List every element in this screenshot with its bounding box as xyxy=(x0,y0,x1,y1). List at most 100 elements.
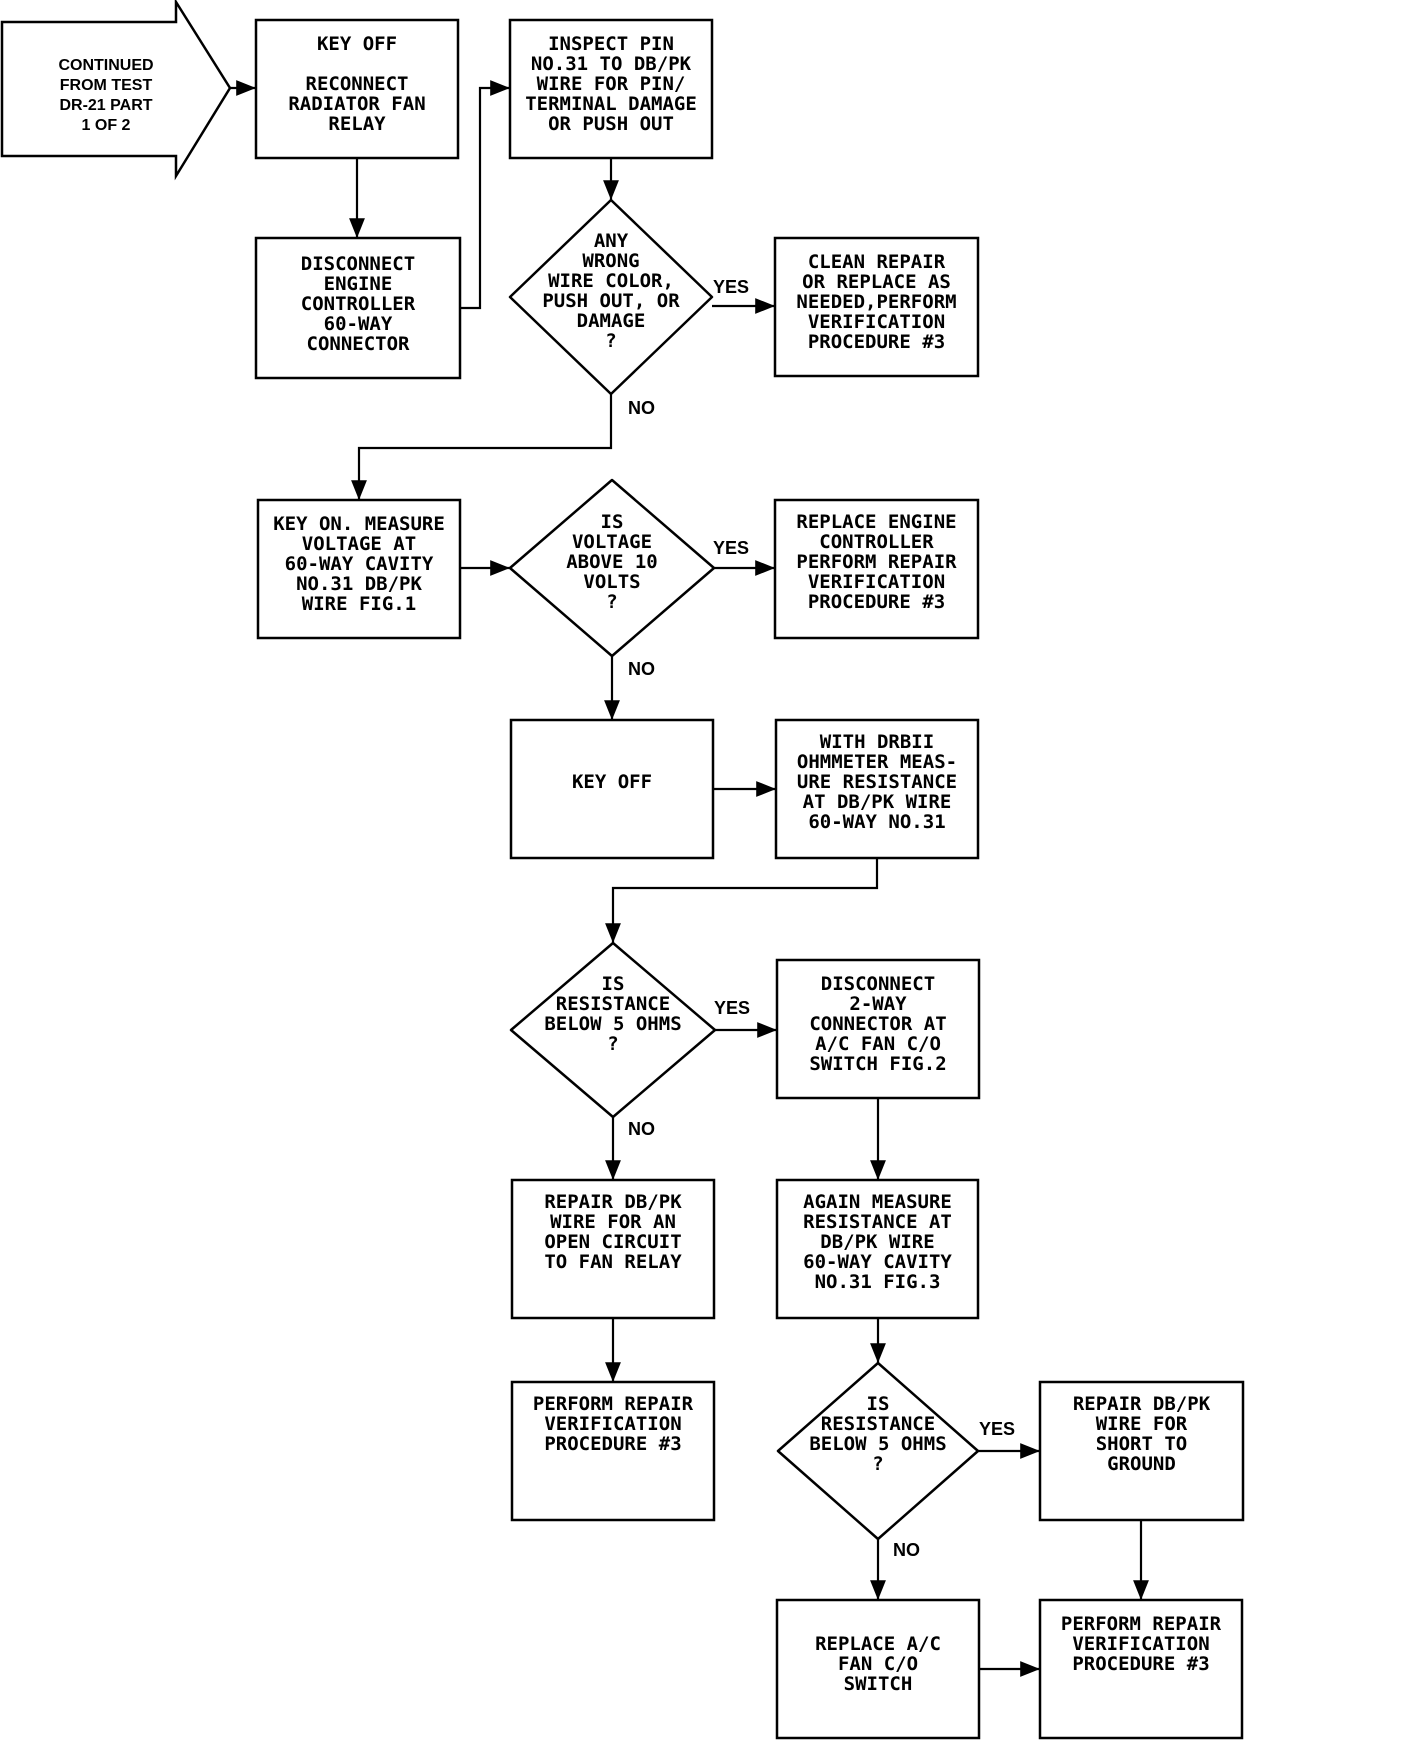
node-text-line: ANY xyxy=(594,230,629,252)
node-text-line: PERFORM REPAIR xyxy=(796,551,957,573)
process-box xyxy=(1038,1598,1244,1740)
node-text-line: SWITCH xyxy=(844,1673,913,1695)
node-text-line: NEEDED,PERFORM xyxy=(796,291,956,313)
node-text-line: DB/PK WIRE xyxy=(820,1231,934,1253)
node-text-line: OR REPLACE AS xyxy=(802,271,951,293)
process-box xyxy=(509,718,715,860)
node-text-line: SHORT TO xyxy=(1096,1433,1188,1455)
decision-diamond xyxy=(508,478,716,658)
node-text-line: CLEAN REPAIR xyxy=(808,251,946,273)
node-text-line: AT DB/PK WIRE xyxy=(803,791,952,813)
node-text-line: WIRE COLOR, xyxy=(548,270,674,292)
decision-diamond xyxy=(509,941,717,1119)
node-text-line: IS xyxy=(867,1393,890,1415)
label-wrong-wire-yes: YES xyxy=(713,277,749,297)
decision-diamond xyxy=(508,198,714,396)
node-text-line: VERIFICATION xyxy=(808,571,945,593)
label-voltage-yes: YES xyxy=(713,538,749,558)
node-text-line: DAMAGE xyxy=(577,310,646,332)
node-text-line: ENGINE xyxy=(324,273,393,295)
node-text-line: NO.31 FIG.3 xyxy=(815,1271,941,1293)
node-text-line: ? xyxy=(606,591,617,613)
node-text-line: REPAIR DB/PK xyxy=(544,1191,682,1213)
node-text-line: PROCEDURE #3 xyxy=(1072,1653,1209,1675)
node-text-line: RELAY xyxy=(328,113,386,135)
process-box xyxy=(256,498,462,640)
node-text-line: NO.31 TO DB/PK xyxy=(531,53,692,75)
node-text-line: VERIFICATION xyxy=(544,1413,681,1435)
label-resistance-1-no: NO xyxy=(628,1119,655,1139)
node-text-line: KEY ON. MEASURE xyxy=(273,513,445,535)
node-text-line: DR-21 PART xyxy=(59,97,152,114)
node-text-line: WRONG xyxy=(582,250,639,272)
node-text-line: 2-WAY xyxy=(849,993,907,1015)
node-text-line: CONTROLLER xyxy=(301,293,416,315)
node-text-line: 60-WAY CAVITY xyxy=(285,553,434,575)
node-text-line: RECONNECT xyxy=(306,73,409,95)
node-text-line: FAN C/O xyxy=(838,1653,918,1675)
node-text-line: VOLTS xyxy=(583,571,640,593)
node-text-line: REPLACE ENGINE xyxy=(796,511,956,533)
node-text-line: ? xyxy=(607,1033,618,1055)
node-text-line: REPAIR DB/PK xyxy=(1073,1393,1211,1415)
node-text-line: PROCEDURE #3 xyxy=(808,331,945,353)
node-text-line: 1 OF 2 xyxy=(82,117,131,134)
process-box xyxy=(775,1598,981,1740)
node-text-line: INSPECT PIN xyxy=(548,33,674,55)
node-text-line: ? xyxy=(872,1453,883,1475)
node-text-line: RESISTANCE xyxy=(556,993,670,1015)
node-text-line: WIRE FOR AN xyxy=(550,1211,676,1233)
node-text-line: WIRE FIG.1 xyxy=(302,593,416,615)
node-text-line: TO FAN RELAY xyxy=(544,1251,682,1273)
node-text-line: ? xyxy=(605,330,616,352)
process-disconnect-ec: DISCONNECTENGINECONTROLLER60-WAYCONNECTO… xyxy=(254,236,462,380)
node-text-line: NO.31 DB/PK xyxy=(296,573,422,595)
node-text-line: BELOW 5 OHMS xyxy=(544,1013,681,1035)
node-text-line: PROCEDURE #3 xyxy=(544,1433,681,1455)
label-resistance-1-yes: YES xyxy=(714,998,750,1018)
node-text-line: 60-WAY CAVITY xyxy=(803,1251,952,1273)
process-box xyxy=(508,18,714,160)
node-text-line: GROUND xyxy=(1107,1453,1176,1475)
process-box xyxy=(1038,1380,1245,1522)
node-text-line: PERFORM REPAIR xyxy=(533,1393,694,1415)
node-text-line: KEY OFF xyxy=(572,771,652,793)
node-text-line: DISCONNECT xyxy=(301,253,415,275)
node-text-line: 60-WAY NO.31 xyxy=(808,811,945,833)
process-box xyxy=(774,718,980,860)
node-text-line: OPEN CIRCUIT xyxy=(544,1231,681,1253)
node-text-line: FROM TEST xyxy=(60,77,153,94)
node-text-line: OR PUSH OUT xyxy=(548,113,674,135)
node-text-line: DISCONNECT xyxy=(821,973,935,995)
node-text-line: VERIFICATION xyxy=(808,311,945,333)
node-text-line: VERIFICATION xyxy=(1072,1633,1209,1655)
node-text-line: A/C FAN C/O xyxy=(815,1033,941,1055)
edge-drbii-to-resistance xyxy=(605,858,879,943)
node-text-line: VOLTAGE AT xyxy=(302,533,416,555)
process-box xyxy=(510,1178,716,1320)
node-text-line: PROCEDURE #3 xyxy=(808,591,945,613)
node-text-line: TERMINAL DAMAGE xyxy=(525,93,697,115)
label-resistance-2-yes: YES xyxy=(979,1419,1015,1439)
node-text-line: WITH DRBII xyxy=(820,731,934,753)
start-arrow-shape xyxy=(0,0,232,181)
node-text-line: 60-WAY xyxy=(324,313,393,335)
node-text-line: IS xyxy=(602,973,625,995)
edge-disconnect-to-inspect xyxy=(460,80,510,310)
node-text-line: SWITCH FIG.2 xyxy=(809,1053,946,1075)
edge-wrong-wire-no xyxy=(351,394,613,500)
node-text-line: AGAIN MEASURE xyxy=(803,1191,952,1213)
